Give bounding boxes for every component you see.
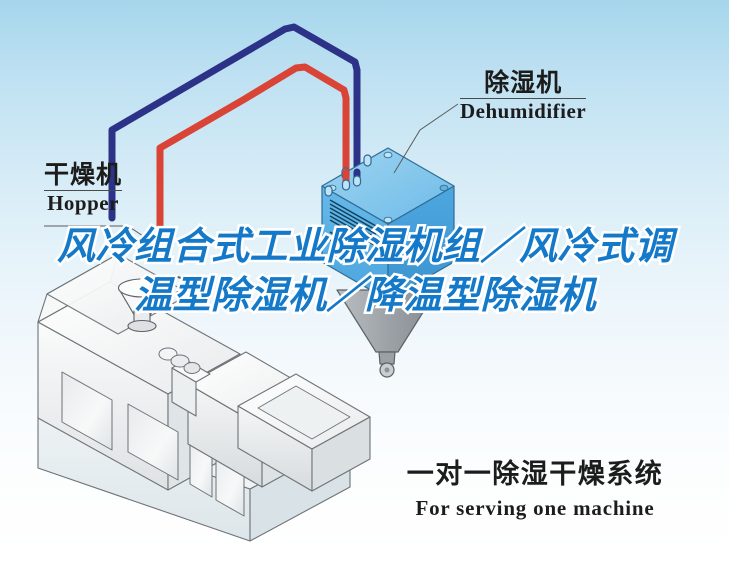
dehumidifier-bolt-c (439, 184, 449, 192)
machine-panel-center (127, 403, 179, 481)
pipe-group (108, 23, 361, 234)
caption-cn: 一对一除湿干燥系统 (406, 459, 664, 490)
dehumidifier-label-cn: 除湿机 (484, 68, 563, 97)
leader-lines (44, 103, 459, 243)
funnel-spout-end (176, 287, 192, 299)
machine-block3-right-face (311, 416, 371, 492)
system-caption: 一对一除湿干燥系统 For serving one machine (385, 452, 685, 521)
funnel-rim (117, 278, 168, 298)
dehumidifier-base-neck (378, 351, 396, 365)
dehumidifier-caster-hub (384, 367, 390, 373)
dehumidifier-vent-grille-lower (329, 231, 361, 258)
funnel-flange (127, 319, 157, 333)
funnel-spout-tube (165, 275, 188, 291)
dehumidifier-bolt-b (383, 216, 393, 224)
dehumidifier-callout: 除湿机 Dehumidifier (460, 68, 587, 124)
return-air-pipe (108, 23, 361, 222)
machine-fitting-b (170, 354, 190, 368)
machine-panel-left (61, 371, 113, 451)
machine-fitting-c (183, 362, 201, 374)
machine-lid-recess (257, 385, 351, 440)
dehumidifier-label-rule (460, 98, 587, 100)
feed-funnel (117, 275, 192, 333)
hopper-label-rule (44, 190, 123, 192)
dehumidifier-vent-grille (329, 199, 377, 247)
dehumidifier-label-en: Dehumidifier (460, 99, 587, 124)
molding-machine (37, 253, 371, 542)
leader-dehumidifier (393, 103, 459, 174)
supply-air-pipe (156, 63, 350, 234)
leader-hopper (44, 225, 153, 243)
dehumidifier-handle (331, 250, 355, 261)
caption-en: For serving one machine (415, 496, 655, 520)
hopper-label-en: Hopper (47, 191, 119, 216)
dehumidifier-unit (321, 147, 463, 378)
hopper-callout: 干燥机 Hopper (44, 160, 123, 216)
dehumidifier-bolt-d (383, 151, 393, 159)
hopper-label-cn: 干燥机 (44, 160, 123, 189)
